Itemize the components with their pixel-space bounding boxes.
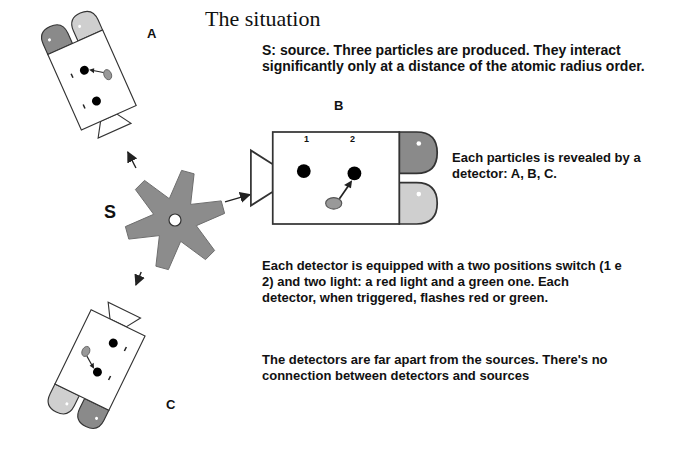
- detector-b-drawing: [250, 98, 450, 233]
- drawing-group: [44, 297, 151, 433]
- switch-mark: [109, 376, 111, 380]
- detector-box: [48, 30, 136, 130]
- light-glint: [95, 416, 99, 420]
- detector-a: A: [15, 4, 165, 152]
- detector-box: [55, 310, 145, 410]
- switch-position: [107, 337, 119, 349]
- switch-mark: [83, 104, 85, 108]
- switch-arrowhead: [89, 362, 96, 369]
- red-light: [399, 132, 437, 173]
- switch-knob: [102, 68, 113, 81]
- light-glint: [417, 192, 422, 197]
- light-glint: [78, 24, 82, 28]
- light-glint: [48, 38, 52, 42]
- detector-c-drawing: [20, 285, 185, 448]
- detector-note: Each particles is revealed by a detector…: [452, 150, 677, 182]
- switch-knob: [80, 345, 91, 358]
- switch-arrow: [84, 356, 96, 366]
- source-note: S: source. Three particles are produced.…: [262, 42, 672, 74]
- detector-label: C: [166, 397, 175, 412]
- switch-arrowhead: [89, 68, 96, 75]
- source: S: [100, 168, 225, 272]
- light-glint: [65, 402, 69, 406]
- source-drawing: [100, 168, 225, 272]
- separation-note: The detectors are far apart from the sou…: [262, 352, 622, 384]
- detector-c: C: [20, 285, 185, 448]
- detector-a-drawing: [15, 4, 165, 152]
- switch-position: [78, 64, 90, 76]
- switch-number: 2: [350, 134, 355, 144]
- drawing-group: [251, 132, 437, 224]
- particle-path-arrow: [128, 152, 136, 168]
- switch-arrowhead: [344, 180, 352, 188]
- drawing-group: [38, 8, 142, 143]
- detector-box: [273, 132, 400, 224]
- switch-position: [348, 167, 362, 181]
- detector-b: B 1 2: [250, 98, 450, 233]
- source-star: [125, 170, 224, 269]
- light-glint: [417, 141, 422, 146]
- switch-note: Each detector is equipped with a two pos…: [262, 258, 622, 306]
- switch-mark: [71, 74, 73, 78]
- switch-position: [90, 95, 102, 107]
- switch-position: [297, 164, 311, 178]
- switch-number: 1: [304, 134, 309, 144]
- switch-mark: [124, 347, 126, 351]
- detector-label: A: [147, 26, 156, 41]
- switch-knob: [326, 198, 342, 210]
- title: The situation: [205, 6, 320, 32]
- particle-path-arrow: [136, 272, 141, 285]
- source-core: [169, 214, 181, 226]
- source-label: S: [104, 202, 116, 223]
- green-light: [399, 183, 437, 224]
- particle-path-arrow: [225, 195, 250, 202]
- detector-label: B: [334, 98, 343, 113]
- detector-funnel: [251, 150, 273, 205]
